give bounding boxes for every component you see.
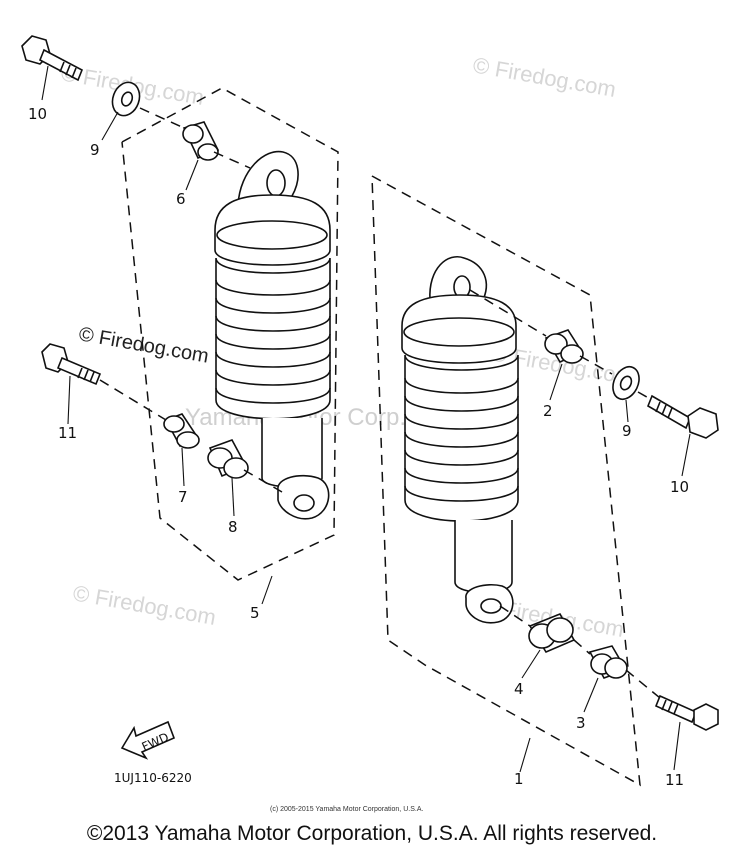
leader-line [41,65,49,101]
alignment-line [99,379,167,421]
callout-9: 9 [90,141,100,159]
bolt-10-upper [21,35,84,82]
callout-4: 4 [514,680,524,698]
callout-1: 1 [514,770,524,788]
shock-absorber-left [214,150,331,520]
small-copyright: (c) 2005-2015 Yamaha Motor Corporation, … [270,806,423,813]
leader-line [519,737,531,773]
bolt-10-right [647,394,719,439]
bushing-4 [528,612,576,654]
leader-line [625,399,629,423]
washer-9-right [612,365,640,401]
bolt-11-right [654,694,719,731]
callout-8: 8 [228,518,238,536]
forward-arrow-icon: FWD [120,720,176,760]
collar-6 [182,121,220,161]
leader-line [67,375,71,425]
bushing-8 [207,439,249,479]
alignment-line [573,639,591,655]
callout-5: 5 [250,604,260,622]
watermark: © Firedog.com [71,580,218,630]
callout-10: 10 [28,105,47,123]
collar-2 [544,329,584,364]
callout-10: 10 [670,478,689,496]
leader-line [185,159,199,191]
callout-2: 2 [543,402,553,420]
assembly-outline-right [371,175,641,787]
watermark: © Firedog.com [471,52,618,102]
leader-line [583,677,599,713]
collar-7 [163,413,200,449]
footer-copyright: ©2013 Yamaha Motor Corporation, U.S.A. A… [86,822,658,845]
callout-7: 7 [178,488,188,506]
washer-9-upper [111,81,141,117]
assembly-outline-left [121,87,339,581]
bolt-11-left [41,343,102,386]
collar-3 [588,645,628,679]
leader-line [549,363,563,401]
alignment-line [213,151,251,169]
alignment-line [469,289,547,337]
leader-line [261,575,273,605]
callout-6: 6 [176,190,186,208]
leader-line [101,111,119,141]
leader-line [521,649,541,679]
callout-9: 9 [622,422,632,440]
shock-absorber-right [401,256,519,624]
leader-line [681,433,691,477]
alignment-line [625,669,661,699]
part-code: 1UJ110-6220 [114,771,192,785]
alignment-line [139,107,185,129]
alignment-line [499,605,531,627]
alignment-line [637,391,653,401]
leader-line [231,477,235,517]
callout-3: 3 [576,714,586,732]
callout-11: 11 [665,771,684,789]
alignment-line [243,469,283,493]
alignment-line [579,355,613,375]
leader-line [673,721,681,771]
callout-11: 11 [58,424,77,442]
leader-line [181,447,185,487]
